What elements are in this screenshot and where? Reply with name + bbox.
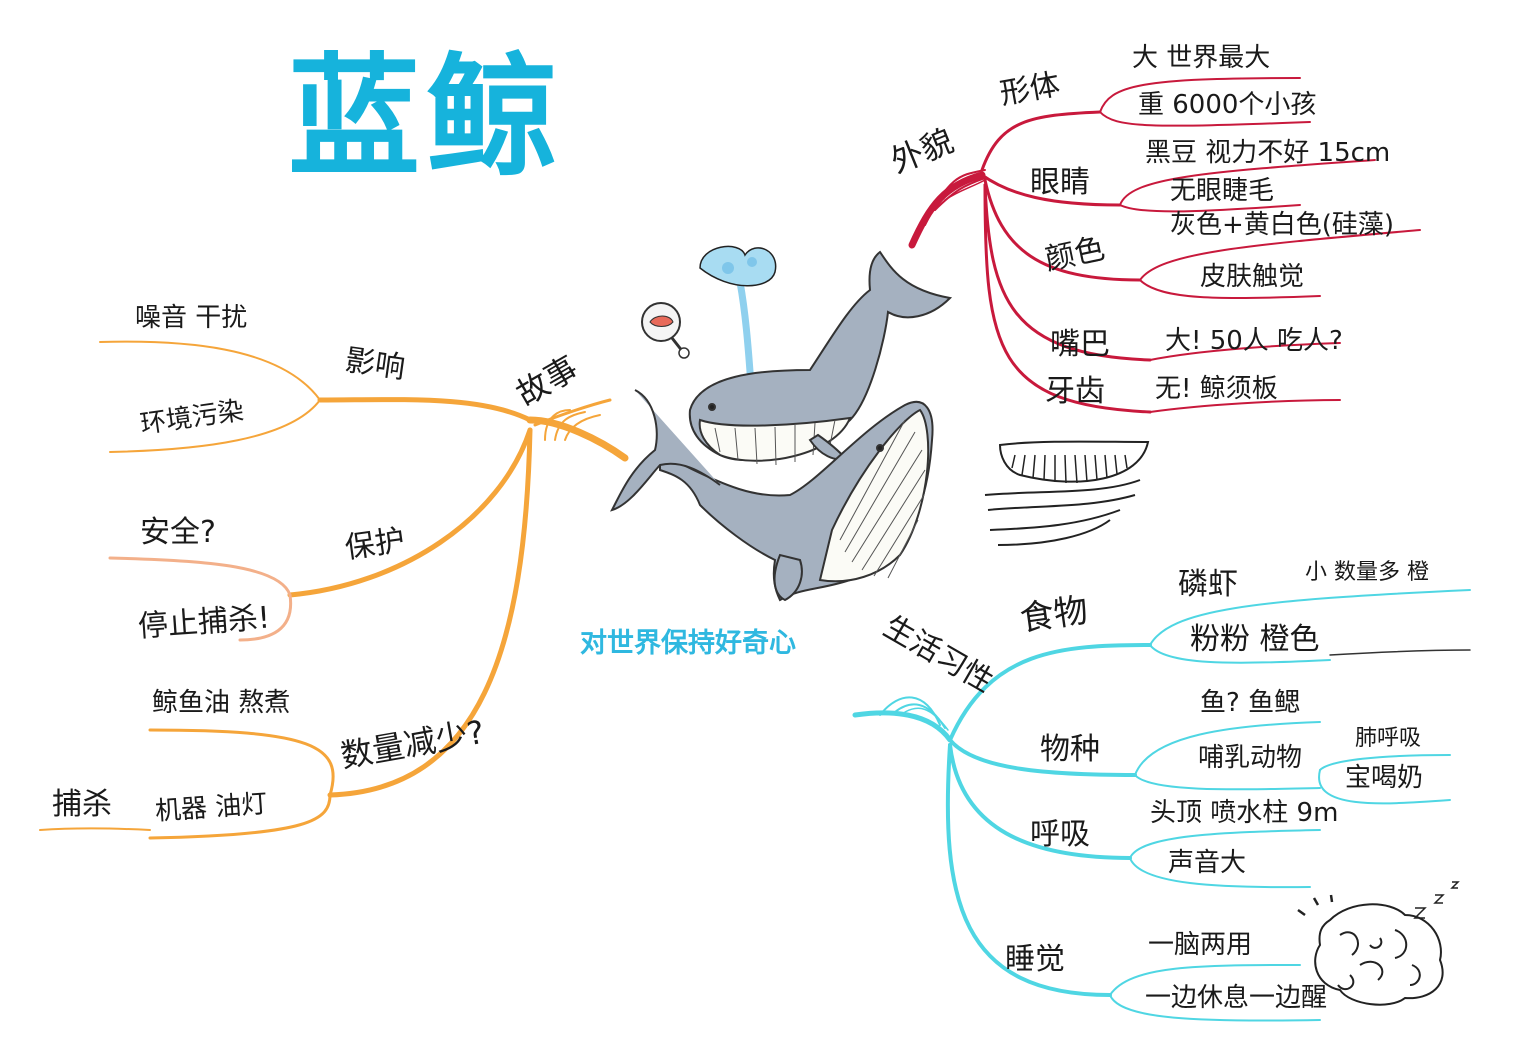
node-yachi: 牙齿 (1045, 374, 1105, 409)
leaf-shiwu-sub-1: 小 数量多 橙 (1305, 560, 1429, 585)
branch-line-yachi (983, 183, 1152, 414)
branch-line-wuzhong (948, 738, 1137, 777)
leaf-yingxiang-1: 噪音 干扰 (135, 303, 248, 333)
leaf-wuzhong-sub-1: 肺呼吸 (1355, 726, 1422, 751)
leaf-baohu-1: 安全? (140, 515, 216, 550)
node-yanjing: 眼睛 (1030, 165, 1090, 200)
whale-illustration (610, 250, 953, 602)
leaf-baohu-2: 停止捕杀! (136, 600, 272, 645)
center-slogan: 对世界保持好奇心 (580, 628, 796, 659)
branch-line-xingti (980, 110, 1102, 172)
leaf-xingti-1: 大 世界最大 (1132, 43, 1271, 73)
leaf-yanse-2: 皮肤触觉 (1200, 262, 1305, 292)
branch-line-yanse (983, 178, 1142, 282)
sleeping-brain-icon (1297, 881, 1460, 1006)
leaf-shiwu-1: 磷虾 (1178, 567, 1238, 602)
branch-line-shiwu (948, 643, 1152, 742)
node-baohu: 保护 (342, 523, 408, 567)
leaf-wuzhong-2: 哺乳动物 (1198, 743, 1303, 773)
node-huxi: 呼吸 (1030, 817, 1090, 852)
baleen-sketch-icon (984, 440, 1150, 546)
branch-line-baohu (287, 427, 533, 598)
node-wuzhong: 物种 (1040, 732, 1100, 767)
story-trunk (526, 416, 629, 462)
leaf-yachi-1: 无! 鲸须板 (1155, 374, 1278, 404)
branch-line-huxi (948, 743, 1132, 860)
leaf-shiwu-2: 粉粉 橙色 (1190, 622, 1320, 657)
leaf-shuliang-sub: 捕杀 (52, 787, 112, 822)
appearance-branch-lines (908, 77, 1421, 414)
appearance-trunk (908, 171, 986, 249)
leaf-wuzhong-sub-2: 宝喝奶 (1345, 763, 1424, 793)
branch-line-zuiba (983, 183, 1152, 362)
leaf-yanjing-1: 黑豆 视力不好 15cm (1145, 138, 1391, 168)
leaf-xingti-2: 重 6000个小孩 (1138, 90, 1317, 120)
node-shiwu: 食物 (1017, 590, 1091, 640)
magnifier-icon (641, 302, 690, 359)
node-shuijiao: 睡觉 (1005, 942, 1065, 977)
habit-branch-lines (852, 589, 1471, 1022)
leaf-shuliang-2: 机器 油灯 (154, 789, 269, 827)
branch-line-shuliang (327, 427, 533, 798)
leaf-shuijiao-2: 一边休息一边醒 (1145, 983, 1328, 1013)
leaf-huxi-1: 头顶 喷水柱 9m (1150, 798, 1339, 828)
leaf-huxi-2: 声音大 (1168, 848, 1247, 878)
map-title: 蓝鲸 (288, 41, 564, 195)
leaf-shuliang-1: 鲸鱼油 熬煮 (152, 688, 291, 718)
branch-line-shuijiao (945, 743, 1112, 997)
leaf-shuijiao-1: 一脑两用 (1148, 930, 1253, 960)
leaf-wuzhong-1: 鱼? 鱼鳃 (1200, 688, 1301, 718)
node-zuiba: 嘴巴 (1050, 327, 1110, 362)
branch-line-yingxiang (317, 397, 533, 423)
leaf-yanjing-2: 无眼睫毛 (1170, 176, 1275, 206)
habit-trunk (852, 710, 953, 743)
node-yingxiang: 影响 (342, 342, 408, 387)
leaf-yanse-1: 灰色+黄白色(硅藻) (1170, 210, 1395, 240)
leaf-zuiba-1: 大! 50人 吃人? (1165, 326, 1343, 356)
branch-line-yanjing (980, 173, 1122, 207)
story-branch-lines (39, 340, 629, 840)
